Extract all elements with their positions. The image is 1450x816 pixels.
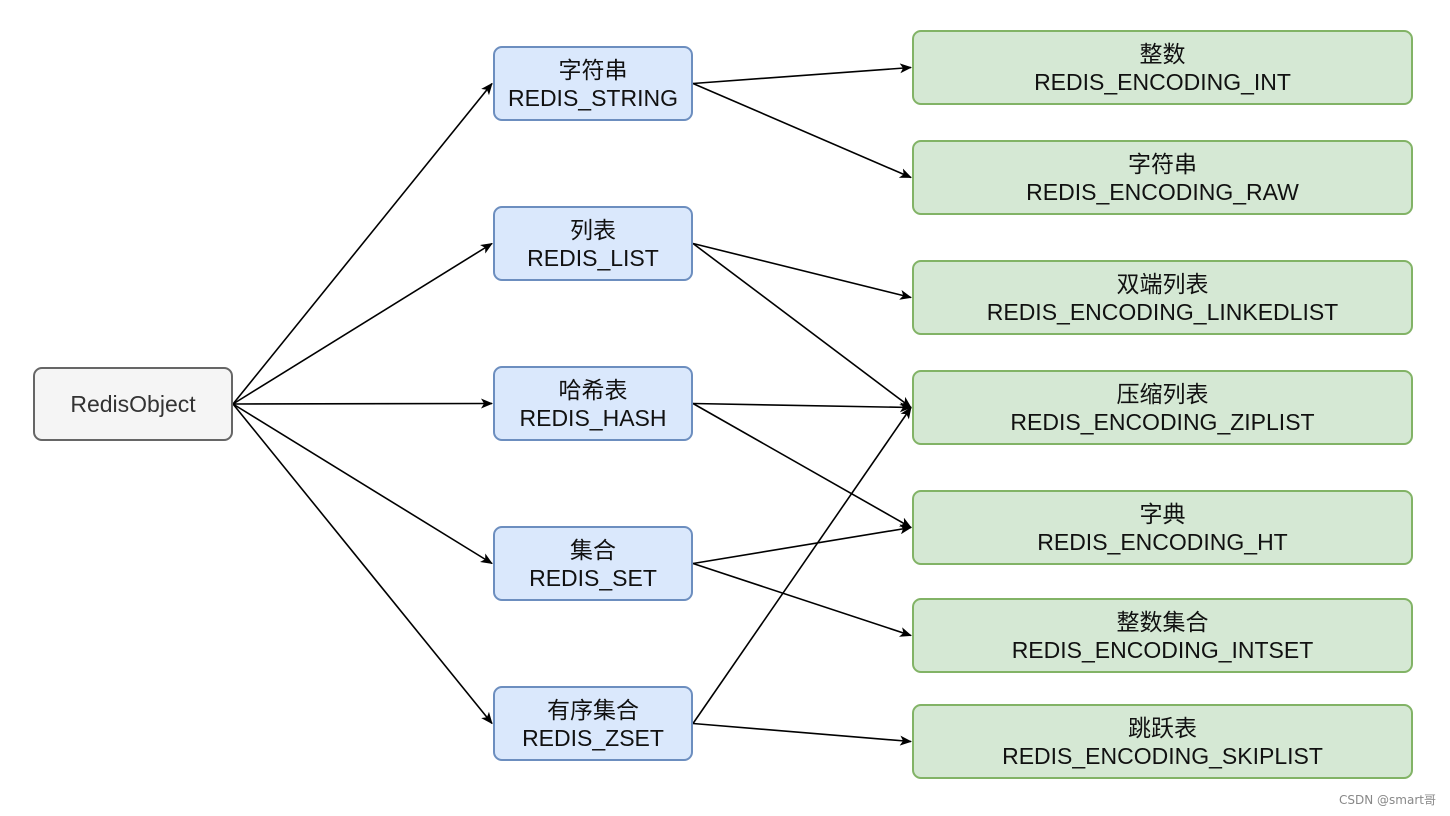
- node-label-cn: 字典: [1139, 500, 1186, 527]
- node-label-cn: 整数: [1139, 40, 1186, 67]
- edge-root-to-set: [232, 403, 493, 565]
- node-label-en: REDIS_SET: [529, 564, 657, 591]
- node-label-en: REDIS_HASH: [519, 404, 667, 431]
- node-redis-string: 字符串 REDIS_STRING: [493, 46, 693, 121]
- node-label-en: REDIS_ENCODING_HT: [1037, 528, 1288, 555]
- node-encoding-ht: 字典 REDIS_ENCODING_HT: [912, 490, 1413, 565]
- node-label-en: REDIS_ZSET: [522, 724, 664, 751]
- node-label-en: REDIS_STRING: [508, 84, 678, 111]
- node-redis-zset: 有序集合 REDIS_ZSET: [493, 686, 693, 761]
- node-redis-set: 集合 REDIS_SET: [493, 526, 693, 601]
- edge-list-to-enc_linkedlist: [692, 242, 912, 300]
- node-label-en: REDIS_ENCODING_SKIPLIST: [1002, 742, 1323, 769]
- node-redis-hash: 哈希表 REDIS_HASH: [493, 366, 693, 441]
- edge-string-to-enc_int: [692, 63, 912, 85]
- edge-zset-to-enc_ziplist: [692, 406, 912, 724]
- edge-string-to-enc_raw: [692, 82, 912, 179]
- node-label-en: REDIS_ENCODING_ZIPLIST: [1010, 408, 1315, 435]
- node-label-cn: 集合: [570, 536, 616, 563]
- node-label-cn: 字符串: [558, 56, 628, 83]
- node-label-cn: 有序集合: [547, 696, 639, 723]
- node-label-en: REDIS_ENCODING_LINKEDLIST: [986, 298, 1339, 325]
- node-label-en: REDIS_ENCODING_INTSET: [1011, 636, 1314, 663]
- node-encoding-int: 整数 REDIS_ENCODING_INT: [912, 30, 1413, 105]
- edge-list-to-enc_ziplist: [692, 242, 912, 409]
- node-encoding-skiplist: 跳跃表 REDIS_ENCODING_SKIPLIST: [912, 704, 1413, 779]
- node-redis-object: RedisObject: [33, 367, 233, 441]
- node-encoding-linkedlist: 双端列表 REDIS_ENCODING_LINKEDLIST: [912, 260, 1413, 335]
- node-label-cn: 压缩列表: [1116, 380, 1209, 407]
- node-encoding-intset: 整数集合 REDIS_ENCODING_INTSET: [912, 598, 1413, 673]
- node-label-en: REDIS_ENCODING_RAW: [1026, 178, 1299, 205]
- edge-zset-to-enc_skiplist: [692, 722, 912, 746]
- edge-set-to-enc_intset: [692, 562, 912, 637]
- edge-root-to-zset: [232, 403, 493, 725]
- node-label-en: REDIS_LIST: [527, 244, 659, 271]
- node-label-cn: 双端列表: [1116, 270, 1209, 297]
- node-encoding-raw: 字符串 REDIS_ENCODING_RAW: [912, 140, 1413, 215]
- edge-root-to-hash: [232, 398, 493, 409]
- node-label: RedisObject: [70, 391, 196, 417]
- node-encoding-ziplist: 压缩列表 REDIS_ENCODING_ZIPLIST: [912, 370, 1413, 445]
- edge-hash-to-enc_ziplist: [692, 402, 912, 413]
- node-label-cn: 字符串: [1128, 150, 1197, 177]
- watermark-text: CSDN @smart哥: [1339, 793, 1436, 807]
- node-label-cn: 列表: [570, 216, 616, 243]
- node-redis-list: 列表 REDIS_LIST: [493, 206, 693, 281]
- edge-hash-to-enc_ht: [692, 402, 912, 529]
- node-label-cn: 跳跃表: [1128, 714, 1197, 741]
- node-label-cn: 整数集合: [1116, 608, 1209, 635]
- edge-root-to-string: [232, 82, 493, 405]
- edge-set-to-enc_ht: [692, 524, 912, 565]
- edge-root-to-list: [232, 242, 493, 405]
- node-label-en: REDIS_ENCODING_INT: [1034, 68, 1291, 95]
- node-label-cn: 哈希表: [558, 376, 628, 403]
